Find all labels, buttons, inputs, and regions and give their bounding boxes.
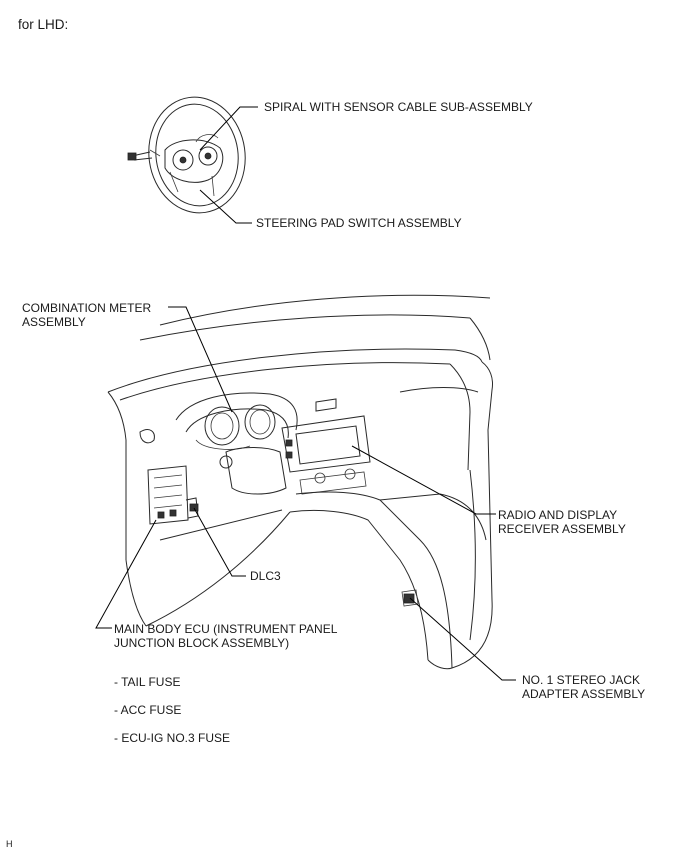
main-body-ecu-label-line2: JUNCTION BLOCK ASSEMBLY): [114, 636, 290, 650]
stereo-jack-label-line2: ADAPTER ASSEMBLY: [522, 687, 646, 701]
footer-code: H: [6, 839, 13, 849]
callout-lines: [95, 106, 516, 681]
steering-pad-switch-label: STEERING PAD SWITCH ASSEMBLY: [256, 216, 462, 230]
combination-meter-label-line1: COMBINATION METER: [22, 301, 152, 315]
fuse-item-tail: - TAIL FUSE: [114, 675, 181, 689]
dashboard-illustration: [107, 294, 493, 670]
page-title: for LHD:: [18, 17, 69, 32]
steering-wheel-illustration: [127, 96, 246, 214]
radio-display-label-line2: RECEIVER ASSEMBLY: [498, 522, 626, 536]
stereo-jack-label-line1: NO. 1 STEREO JACK: [522, 673, 641, 687]
spiral-cable-label: SPIRAL WITH SENSOR CABLE SUB-ASSEMBLY: [264, 100, 533, 114]
dlc3-label: DLC3: [250, 569, 281, 583]
main-body-ecu-label-line1: MAIN BODY ECU (INSTRUMENT PANEL: [114, 622, 338, 636]
fuse-item-ecu-ig: - ECU-IG NO.3 FUSE: [114, 731, 231, 745]
combination-meter-label-line2: ASSEMBLY: [22, 315, 86, 329]
fuse-item-acc: - ACC FUSE: [114, 703, 182, 717]
radio-display-label-line1: RADIO AND DISPLAY: [498, 508, 618, 522]
